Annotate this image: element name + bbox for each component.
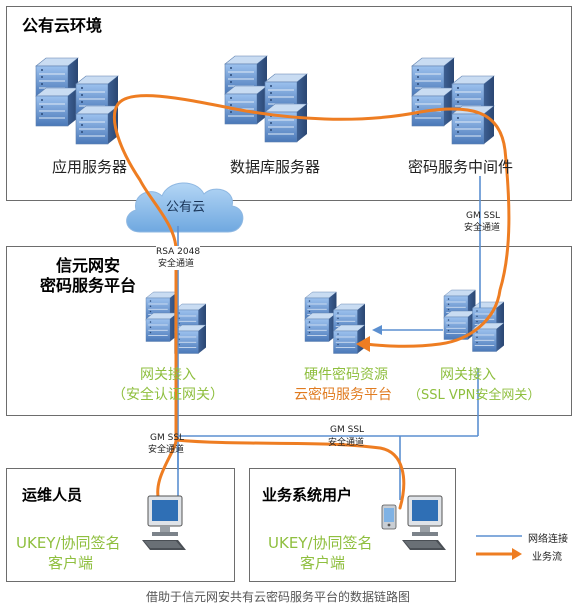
legend-flow-arrow xyxy=(512,548,522,560)
gmssl-top-label-2: 安全通道 xyxy=(464,223,501,233)
crypto-middleware-server-icon xyxy=(412,58,494,144)
gateway-left-label-1: 网关接入 xyxy=(140,367,196,383)
biz-client-label-1: UKEY/协同签名 xyxy=(268,534,373,552)
gmssl-right-label-2: 安全通道 xyxy=(328,438,365,448)
legend-network-label: 网络连接 xyxy=(528,534,568,545)
platform-title-line1: 信元网安 xyxy=(56,256,121,275)
app-server-label: 应用服务器 xyxy=(52,158,128,176)
network-lines xyxy=(177,176,481,500)
biz-computer-icon xyxy=(401,495,447,551)
legend xyxy=(476,535,522,560)
business-flow-path-to-user xyxy=(174,438,406,510)
public-cloud-label: 公有云 xyxy=(166,200,206,215)
ops-client-label-1: UKEY/协同签名 xyxy=(16,534,121,552)
gmssl-left-label-1: GM SSL xyxy=(150,433,185,443)
app-server-icon xyxy=(36,58,118,144)
biz-phone-icon xyxy=(381,504,397,530)
gmssl-left-label-2: 安全通道 xyxy=(148,445,185,455)
hsm-label-2: 云密码服务平台 xyxy=(294,387,392,403)
gateway-right-label-1: 网关接入 xyxy=(440,367,496,383)
gateway-right-label-2: （SSL VPN安全网关） xyxy=(408,388,541,403)
gmssl-top-label-1: GM SSL xyxy=(466,211,501,221)
hsm-server-icon xyxy=(305,292,365,354)
db-server-label: 数据库服务器 xyxy=(230,158,321,176)
public-cloud-icon xyxy=(126,182,244,233)
rsa-label-2: 安全通道 xyxy=(158,258,195,270)
business-flow-arrow xyxy=(356,336,370,352)
ops-computer-icon xyxy=(141,495,187,551)
ops-box xyxy=(6,468,235,582)
gateway-left-label-2: （安全认证网关） xyxy=(112,387,224,403)
crypto-middleware-label: 密码服务中间件 xyxy=(408,158,514,176)
biz-users-title: 业务系统用户 xyxy=(262,486,353,504)
public-cloud-env-title: 公有云环境 xyxy=(22,16,103,35)
business-flow-path xyxy=(113,94,511,506)
ops-client-label-2: 客户端 xyxy=(48,554,94,572)
legend-flow-label: 业务流 xyxy=(532,552,562,563)
biz-client-label-2: 客户端 xyxy=(300,554,346,572)
network-arrow xyxy=(372,325,382,335)
db-server-icon xyxy=(225,56,307,142)
platform-title-line2: 密码服务平台 xyxy=(40,276,137,295)
gmssl-right-label-1: GM SSL xyxy=(330,425,365,435)
ops-title: 运维人员 xyxy=(22,486,83,504)
hsm-label-1: 硬件密码资源 xyxy=(304,367,388,383)
figure-caption: 借助于信元网安共有云密码服务平台的数据链路图 xyxy=(146,590,411,604)
rsa-label-1: RSA 2048 xyxy=(156,246,201,258)
